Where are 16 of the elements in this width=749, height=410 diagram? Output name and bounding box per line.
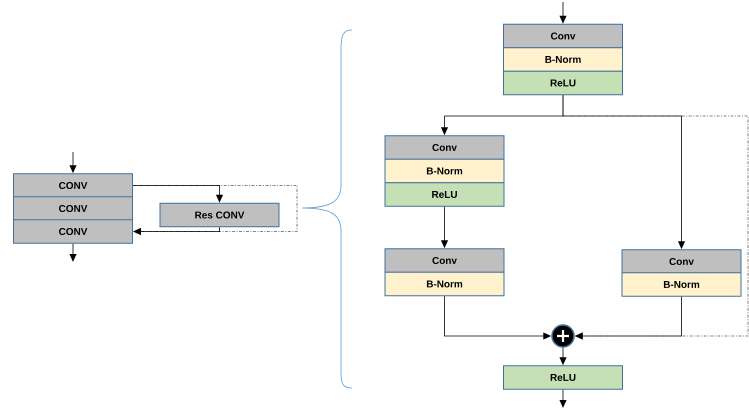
layer-box: B-Norm [503, 47, 623, 72]
layer-box: CONV [13, 173, 133, 198]
sum-circle [551, 324, 575, 348]
layer-box: CONV [13, 219, 133, 244]
layer-box: B-Norm [384, 272, 504, 296]
layer-box: Conv [384, 135, 504, 160]
layer-box: B-Norm [384, 158, 504, 184]
layer-box: Conv [503, 24, 623, 48]
layer-box: ReLU [503, 70, 623, 96]
layer-box: B-Norm [622, 272, 742, 297]
layer-box: Conv [622, 249, 742, 274]
layer-box: Conv [384, 248, 504, 273]
layer-box: ReLU [503, 365, 623, 390]
layer-box: CONV [13, 196, 133, 221]
layer-box: Res CONV [160, 202, 280, 228]
layer-box: ReLU [384, 182, 504, 207]
